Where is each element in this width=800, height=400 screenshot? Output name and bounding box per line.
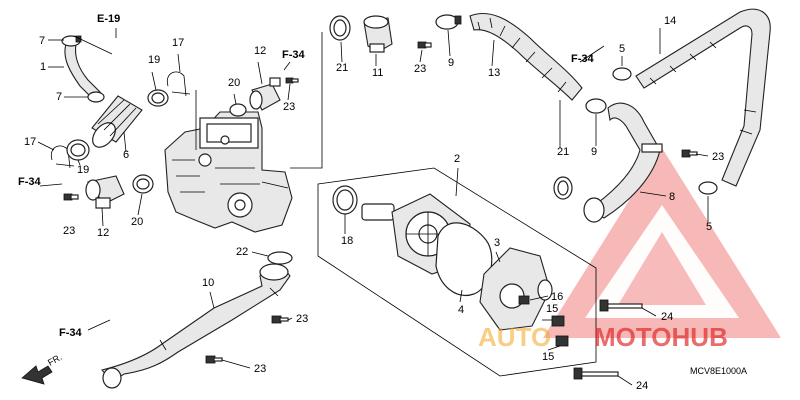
callout-c21b: 21 [557,146,569,158]
callout-c23e: 23 [296,313,308,325]
reference-ref-f34-d: F-34 [59,327,83,339]
watermark-text-auto: AUTO [478,322,551,352]
diagram-code: MCV8E1000A [690,366,747,376]
o-ring-21a [329,15,351,41]
callout-c9b: 9 [591,146,597,158]
watermark-triangle-center [618,232,706,305]
reference-ref-f34-b: F-34 [571,53,595,65]
callout-c4: 4 [458,304,464,316]
water-outlet-12b [249,77,281,111]
o-ring-19b [66,139,90,161]
callout-c23f: 23 [254,363,266,375]
callout-c23d: 23 [712,151,724,163]
callout-c6: 6 [123,149,129,161]
hose-clamp-7a [61,35,82,47]
leader-lines [37,28,709,386]
hose-1 [64,43,101,99]
bolt-23b [285,77,299,84]
reference-ref-f34-a: F-34 [282,49,306,61]
callout-c20a: 20 [131,216,143,228]
bolt-23c [417,41,432,49]
callout-c1: 1 [40,61,46,73]
thermostat-housing-11 [363,15,393,53]
callout-c23a: 23 [63,225,75,237]
callout-c17b: 17 [24,136,36,148]
callout-c11: 11 [372,67,383,79]
callout-c5a: 5 [619,43,625,55]
front-direction-arrow: FR. [21,352,64,385]
callout-c15a: 15 [546,303,558,315]
hose-14 [635,8,771,187]
callout-c3: 3 [494,237,500,249]
bolt-15b [555,335,569,347]
bolt-24b [573,367,619,380]
o-ring-19a [147,89,169,107]
callout-c19a: 19 [148,54,160,66]
callout-c13: 13 [488,67,500,79]
o-ring-20b [229,103,247,117]
bolt-24a [599,299,643,312]
pump-box-frame [317,167,597,377]
hose-13 [469,12,583,101]
watermark-text: AUTO MOTOHUB [478,322,728,352]
pipe-6 [91,95,143,148]
bracket-17a [166,71,191,97]
direction-label: FR. [46,352,64,368]
o-ring-21b [553,176,573,200]
callout-c24b: 24 [636,380,648,392]
bolt-23d [681,149,698,158]
hose-clamp-9a [435,14,462,30]
callout-c18: 18 [341,235,353,247]
engine-block [164,111,293,233]
bolt-23f [205,355,223,364]
callout-c12a: 12 [97,227,109,239]
watermark-logo [543,148,781,338]
callout-c5b: 5 [706,221,712,233]
callout-c14: 14 [664,15,676,27]
callout-c17a: 17 [172,37,184,49]
hose-clamp-9b [585,98,607,114]
water-pipe-10 [101,263,291,389]
reference-ref-f34-c: F-34 [18,176,42,188]
bolt-23e [271,315,289,324]
callout-c8: 8 [669,191,675,203]
callout-c2: 2 [454,153,460,165]
callout-c22: 22 [236,246,248,258]
callout-c19b: 19 [77,164,89,176]
bolt-16 [518,295,530,305]
pipe-8 [583,102,663,223]
callout-c15b: 15 [542,351,554,363]
callout-c7b: 7 [56,91,62,103]
callout-c21a: 21 [336,62,348,74]
callout-c12b: 12 [254,45,266,57]
hose-clamp-7b [87,91,105,103]
bolt-15a [551,315,565,327]
bolt-23a [63,193,79,201]
callout-c23b: 23 [283,101,295,113]
o-ring-22 [267,251,293,265]
reference-ref-e19: E-19 [97,13,120,25]
hose-clamp-5a [612,67,632,81]
o-ring-20a [132,174,154,194]
hose-clamp-5b [698,181,718,195]
water-outlet-12a [85,175,125,209]
callout-c23c: 23 [414,63,426,75]
callout-c20b: 20 [228,77,240,89]
watermark-text-motohub: MOTOHUB [594,322,728,352]
callout-c24a: 24 [661,311,673,323]
callout-c16: 16 [551,291,563,303]
o-ring-18 [332,185,358,215]
pump-cover-3 [479,247,553,331]
callout-c10: 10 [202,277,214,289]
callout-c7a: 7 [39,35,45,47]
callout-c9a: 9 [448,57,454,69]
